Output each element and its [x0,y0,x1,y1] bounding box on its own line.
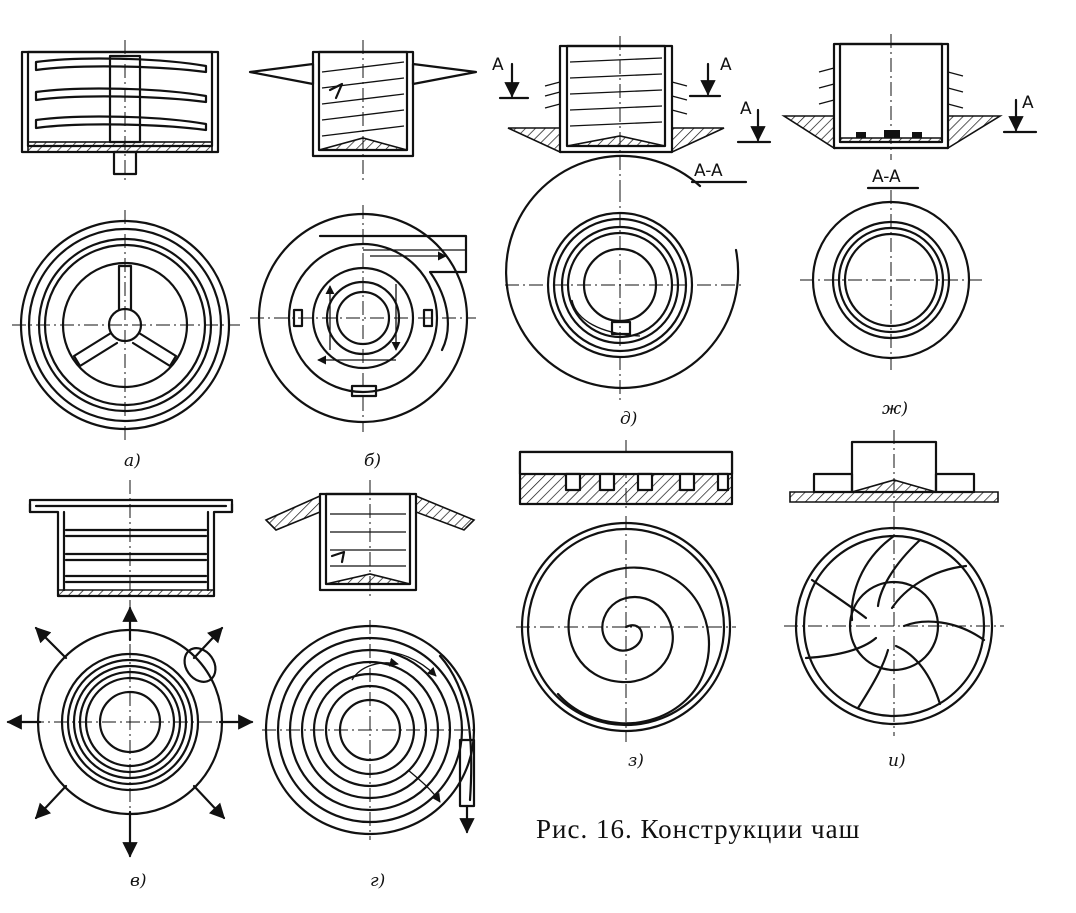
bowl-v-plan [6,606,254,858]
label-a: а) [124,451,141,471]
bowl-d-section: A A A-A [492,36,748,190]
label-d: д) [620,409,637,429]
bowl-b-plan [250,205,476,432]
label-g: г) [370,871,385,891]
section-name-zh: A-A [872,167,901,187]
label-z: з) [628,751,644,771]
figure-caption: Рис. 16. Конструкции чаш [536,814,860,844]
bowl-b-section [248,40,478,180]
bowl-zh-section: A A A-A [736,34,1038,190]
bowl-a-section [20,40,220,182]
bowl-i-plan [784,516,1004,736]
bowl-d-plan [505,154,745,400]
bowl-g-plan [262,620,478,840]
section-mark-d-left: A [492,55,504,75]
label-zh: ж) [882,399,908,419]
section-name-d: A-A [694,161,723,181]
label-b: б) [364,451,381,471]
bowl-zh-plan [800,190,985,370]
bowl-v-section [28,480,234,610]
bowl-a-plan [12,210,240,442]
label-v: в) [130,871,147,891]
label-i: и) [888,751,906,771]
bowl-i-section [789,430,999,512]
section-mark-zh-left: A [740,99,752,119]
section-mark-zh-right: A [1022,93,1034,113]
section-mark-d-right: A [720,55,732,75]
bowl-z-plan [516,516,736,742]
bowl-z-section [518,440,734,512]
bowl-g-section [264,480,476,600]
